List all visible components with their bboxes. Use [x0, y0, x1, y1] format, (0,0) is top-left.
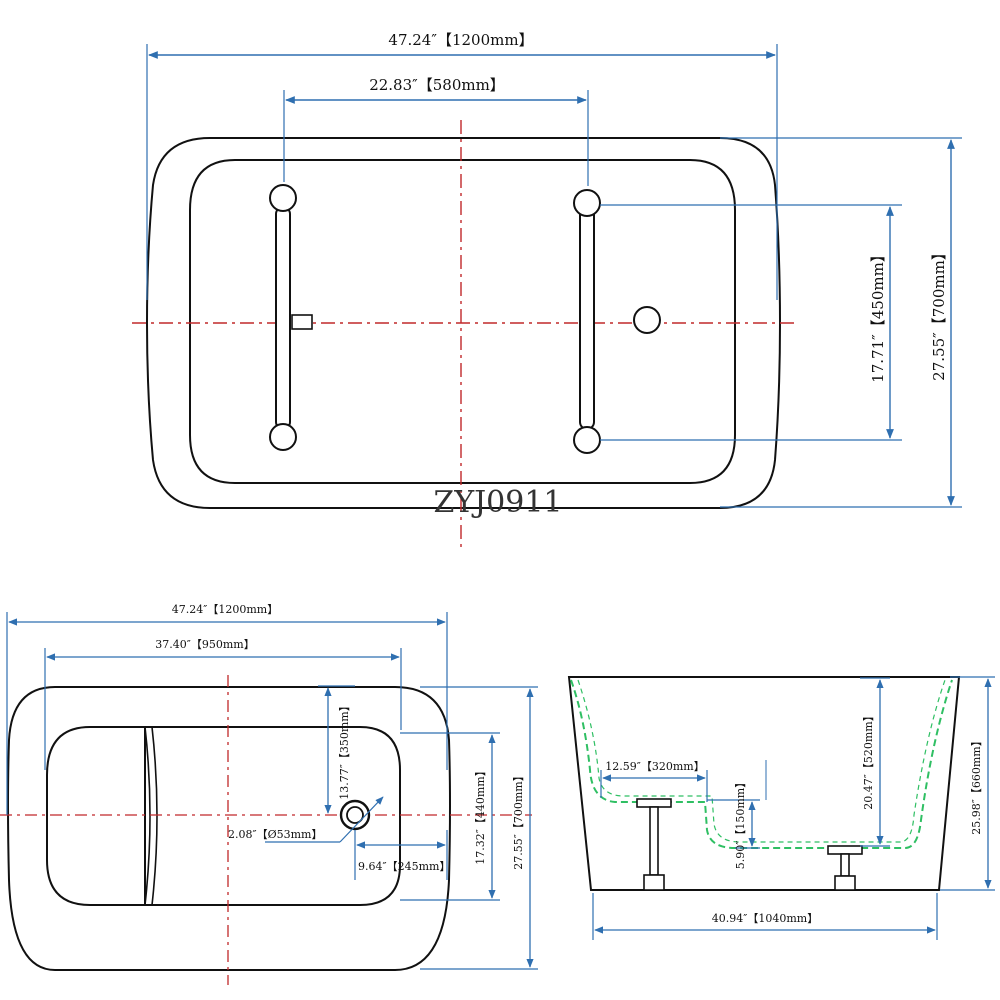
seat-height-label: 5.90″【150mm】: [734, 777, 747, 869]
overflow-valve: [291, 314, 313, 330]
grab-bar-length-label: 17.71″【450mm】: [869, 247, 887, 383]
right-support-foot: [827, 845, 863, 891]
right-grab-bar: [573, 189, 601, 454]
grab-bar-spacing-label: 22.83″【580mm】: [369, 76, 505, 94]
drain-view-basin: [144, 726, 401, 906]
drain-to-rim-label: 13.77″【350mm】: [338, 700, 351, 799]
tub-inner-basin: [189, 159, 736, 484]
seat-length-label: 12.59″【320mm】: [605, 760, 704, 773]
left-support-foot: [636, 798, 672, 891]
watermark: ZYJ0911: [433, 485, 562, 520]
base-length-label: 40.94″【1040mm】: [712, 912, 818, 925]
seat-edge: [144, 726, 158, 906]
seat-panel: [46, 726, 145, 906]
side-view: 12.59″【320mm】 5.90″【150mm】 20.47″【520mm】…: [567, 676, 995, 940]
tub-inner-wall-shadow: [577, 679, 946, 843]
top-view: 47.24″【1200mm】 22.83″【580mm】 17.71″【450m…: [132, 31, 962, 548]
basin-length-label: 37.40″【950mm】: [155, 638, 254, 651]
inner-depth-label: 20.47″【520mm】: [862, 710, 875, 809]
drain-view: 47.24″【1200mm】 37.40″【950mm】 13.77″【350m…: [0, 603, 538, 985]
drain-offset-label: 9.64″【245mm】: [358, 860, 450, 873]
top-length-label: 47.24″【1200mm】: [388, 31, 533, 49]
drain-view-outer-rim: [7, 686, 451, 971]
basin-width-label: 17.32″【440mm】: [474, 765, 487, 864]
drain-view-length-label: 47.24″【1200mm】: [172, 603, 278, 616]
overall-height-label: 25.98″【660mm】: [970, 735, 983, 834]
top-drain: [633, 306, 661, 334]
drain-view-width-label: 27.55″【700mm】: [512, 770, 525, 869]
tub-inner-wall: [570, 679, 953, 849]
drain-fitting: [339, 799, 371, 831]
top-width-label: 27.55″【700mm】: [930, 245, 948, 381]
tub-side-profile: [567, 676, 961, 891]
drain-diameter-label: 2.08″【Ø53mm】: [228, 828, 322, 841]
left-grab-bar: [269, 184, 297, 451]
